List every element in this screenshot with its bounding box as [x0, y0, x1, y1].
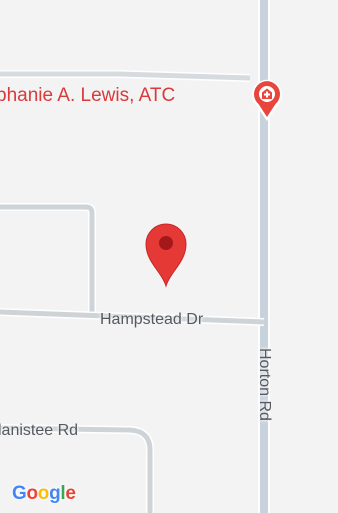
google-logo-letter: o	[37, 483, 50, 504]
google-logo-letter: g	[49, 483, 61, 504]
google-logo: Google	[12, 484, 76, 503]
location-pin-icon[interactable]	[142, 222, 190, 288]
google-logo-letter: o	[26, 483, 38, 504]
google-logo-letter: G	[12, 483, 27, 504]
road-label-horton: Horton Rd	[256, 348, 273, 421]
upper-road	[0, 70, 251, 82]
road-label-manistee: lanistee Rd	[0, 422, 79, 439]
poi-label[interactable]: phanie A. Lewis, ATC	[0, 85, 176, 106]
google-logo-letter: e	[65, 483, 76, 504]
google-logo-letter: l	[60, 483, 66, 504]
loop-road	[0, 203, 96, 312]
road-label-hampstead: Hampstead Dr	[100, 311, 204, 328]
manistee-rd-road	[0, 424, 154, 513]
medical-cross-icon[interactable]	[250, 77, 284, 123]
hampstead-dr-road	[0, 308, 265, 326]
